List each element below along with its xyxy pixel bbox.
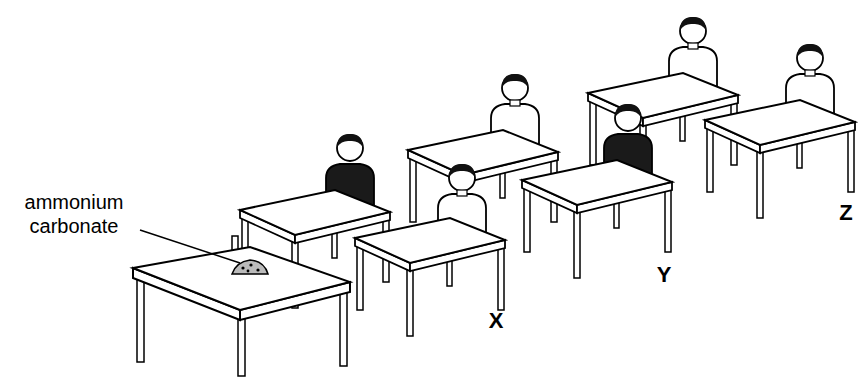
position-label: X xyxy=(484,308,508,334)
position-label: Y xyxy=(652,262,676,288)
front-table xyxy=(133,236,350,376)
desk xyxy=(355,218,505,336)
desk xyxy=(522,160,672,278)
substance-label: ammonium carbonate xyxy=(4,190,144,238)
leader-line xyxy=(140,230,240,263)
position-label: Z xyxy=(834,200,858,226)
desk xyxy=(705,100,855,218)
